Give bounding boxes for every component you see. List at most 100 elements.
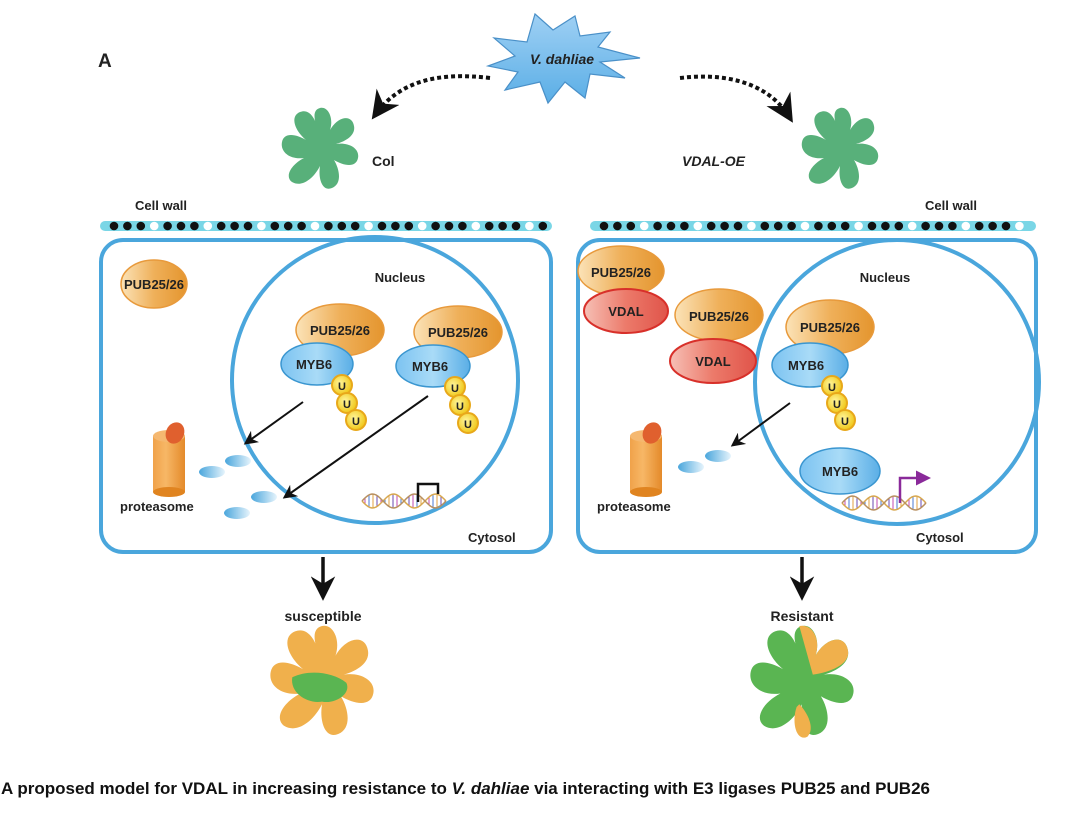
pub-myb6-complex-2: PUB25/26 MYB6 U U U [395,305,503,434]
cell-wall-bead [613,221,622,231]
degradation-arrow [730,402,791,447]
svg-text:U: U [833,399,841,411]
infection-arrow-left [371,74,491,120]
svg-text:U: U [343,399,351,411]
cell-wall-bead [706,221,716,231]
svg-text:PUB25/26: PUB25/26 [689,309,749,324]
cell-wall-bead [136,221,146,231]
proteasome-label-left: proteasome [120,499,194,514]
svg-text:MYB6: MYB6 [822,464,858,479]
cell-wall-bead [511,221,521,231]
svg-text:PUB25/26: PUB25/26 [591,265,651,280]
plant-susceptible-icon [270,625,374,735]
cell-wall-bead [109,221,119,231]
cell-wall-bead [948,221,957,231]
nucleus-right [753,238,1041,526]
svg-text:VDAL: VDAL [608,304,643,319]
cell-wall-bead [680,221,689,231]
svg-text:U: U [456,401,464,413]
plant-col-icon [281,107,359,189]
svg-text:PUB25/26: PUB25/26 [124,277,184,292]
svg-text:PUB25/26: PUB25/26 [428,325,488,340]
cell-wall-bead [431,221,440,231]
cell-wall-bead [666,221,676,231]
cell-wall-bead [404,221,414,231]
cell-wall-bead [653,221,662,231]
dna-icon [361,493,447,509]
cell-wall-bead [216,221,226,231]
ubiquitin-chain: U U U [331,374,367,431]
pub-vdal-complex-1: PUB25/26 VDAL [577,245,669,334]
cell-wall-bead [800,221,810,231]
nucleus-left [230,235,520,525]
cell-wall-bead [599,221,609,231]
plasma-membrane-left [99,238,553,554]
cell-wall-label-right: Cell wall [925,198,977,213]
degradation-arrow [243,401,304,445]
cell-wall-bead [1015,221,1024,231]
cell-wall-bead [283,221,293,231]
ubiquitin-chain: U U U [444,376,479,434]
cell-wall-bead [787,221,796,231]
peptide-fragment [251,491,277,503]
cell-wall-bead [639,221,649,231]
cell-wall-bead [988,221,997,231]
cytosol-label-left: Cytosol [468,530,516,545]
cell-wall-bead [163,221,172,231]
cell-wall-bead [203,221,213,231]
cell-wall-bead [391,221,400,231]
cell-wall-bead [693,221,703,231]
cell-wall-bead [921,221,930,231]
cell-wall-bead [538,221,548,231]
svg-text:U: U [841,416,849,428]
infection-arrow-right [679,74,793,123]
cell-wall-bead [814,221,823,231]
cell-wall-bead [498,221,507,231]
pub-vdal-complex-2: PUB25/26 VDAL [669,288,764,384]
cell-wall-bead [364,221,373,231]
cell-wall-left [100,221,552,231]
panel-label: A [98,51,112,72]
cell-wall-bead [297,221,306,231]
starburst-icon [485,12,641,105]
plasma-membrane-right [576,238,1038,554]
svg-text:PUB25/26: PUB25/26 [310,323,370,338]
cell-wall-bead [190,221,199,231]
genotype-col-label: Col [372,153,395,169]
svg-text:U: U [338,381,346,393]
cell-right: Nucleus Cytosol PUB25/26 VDAL PUB25/26 V… [576,238,1041,554]
cell-wall-bead [417,221,427,231]
cell-wall-bead [230,221,239,231]
cell-wall-bead [1001,221,1011,231]
cell-wall-bead [867,221,877,231]
nucleus-label-left: Nucleus [375,270,426,285]
cell-wall-bead [733,221,743,231]
caption-species: V. dahliae [451,779,530,798]
svg-text:U: U [451,383,459,395]
proteasome-right-icon [630,422,662,497]
figure-caption: A proposed model for VDAL in increasing … [1,779,930,799]
cell-wall-bead [974,221,984,231]
repressed-promoter-icon [416,482,440,502]
pub-myb6-complex-3: PUB25/26 MYB6 U U U [771,299,875,431]
cell-wall-bead [854,221,863,231]
cell-wall-bead [324,221,333,231]
dna-icon [841,495,927,511]
pathogen-label: V. dahliae [530,51,594,67]
genotype-vdal-oe-label: VDAL-OE [682,153,746,169]
nucleus-label-right: Nucleus [860,270,911,285]
svg-text:MYB6: MYB6 [788,358,824,373]
pub-myb6-complex-1: PUB25/26 MYB6 U U U [280,303,385,431]
cell-wall-bead [176,221,186,231]
plant-vdal-oe-icon [801,107,879,189]
cell-wall-bead [961,221,971,231]
cell-wall-bead [881,221,890,231]
cytosol-label-right: Cytosol [916,530,964,545]
cell-wall-right [590,221,1036,231]
cell-wall-bead [773,221,783,231]
cell-wall-bead [827,221,837,231]
active-promoter-icon [898,470,931,503]
myb6-free: MYB6 [799,447,881,495]
cell-wall-bead [458,221,467,231]
